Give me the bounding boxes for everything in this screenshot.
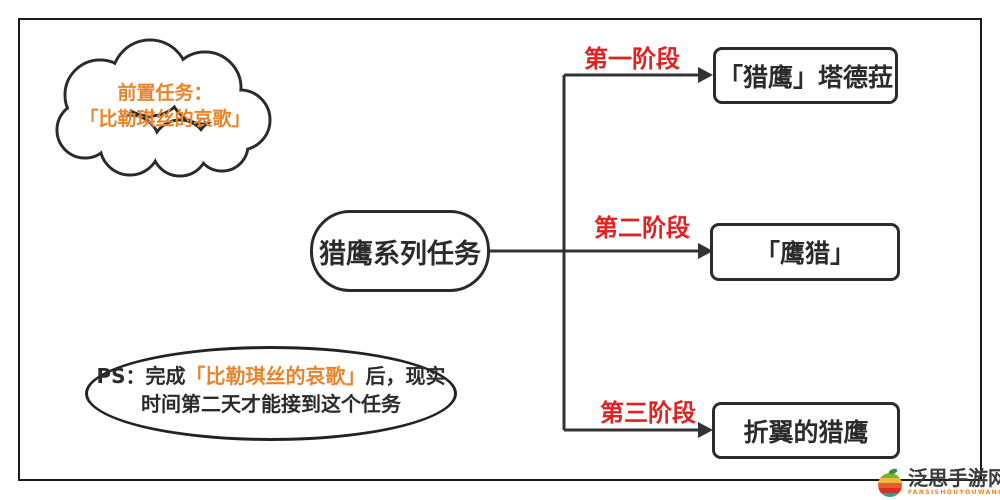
cloud-shape-icon bbox=[55, 38, 272, 178]
watermark-site-latin: FANSISHOUYOUWANG bbox=[908, 489, 1000, 496]
ps-note: PS：完成「比勒琪丝的哀歌」后，现实 时间第二天才能接到这个任务 bbox=[92, 362, 450, 418]
outer-frame bbox=[18, 18, 982, 481]
watermark-logo-icon bbox=[878, 468, 902, 497]
ps-quest-name: 「比勒琪丝的哀歌」 bbox=[185, 364, 366, 388]
cloud-quest-name: 「比勒琪丝的哀歌」 bbox=[79, 108, 251, 130]
prerequisite-cloud bbox=[50, 36, 280, 181]
ps-prefix: PS：完成 bbox=[96, 364, 186, 388]
ps-note-line2: 时间第二天才能接到这个任务 bbox=[141, 392, 401, 416]
cloud-title: 前置任务： bbox=[117, 82, 213, 104]
stage-box-3: 折翼的猎鹰 bbox=[712, 402, 900, 459]
stage-label-2: 第二阶段 bbox=[594, 214, 690, 242]
ps-suffix: 后，现实 bbox=[365, 364, 446, 388]
prerequisite-cloud-text: 前置任务： 「比勒琪丝的哀歌」 bbox=[65, 80, 265, 132]
stage-label-1: 第一阶段 bbox=[584, 45, 680, 73]
watermark-site-name: 泛思手游网 bbox=[908, 466, 1000, 490]
stage-box-2: 「鹰猎」 bbox=[710, 223, 900, 281]
watermark-text: 泛思手游网 FANSISHOUYOUWANG bbox=[908, 466, 1000, 497]
ps-note-ellipse bbox=[85, 346, 457, 441]
stage-label-3: 第三阶段 bbox=[600, 399, 696, 427]
root-node: 猎鹰系列任务 bbox=[310, 210, 490, 292]
stage-box-1: 「猎鹰」塔德菈 bbox=[713, 47, 898, 104]
watermark: 泛思手游网 FANSISHOUYOUWANG bbox=[876, 468, 1000, 498]
ps-note-line1: PS：完成「比勒琪丝的哀歌」后，现实 bbox=[92, 362, 450, 390]
